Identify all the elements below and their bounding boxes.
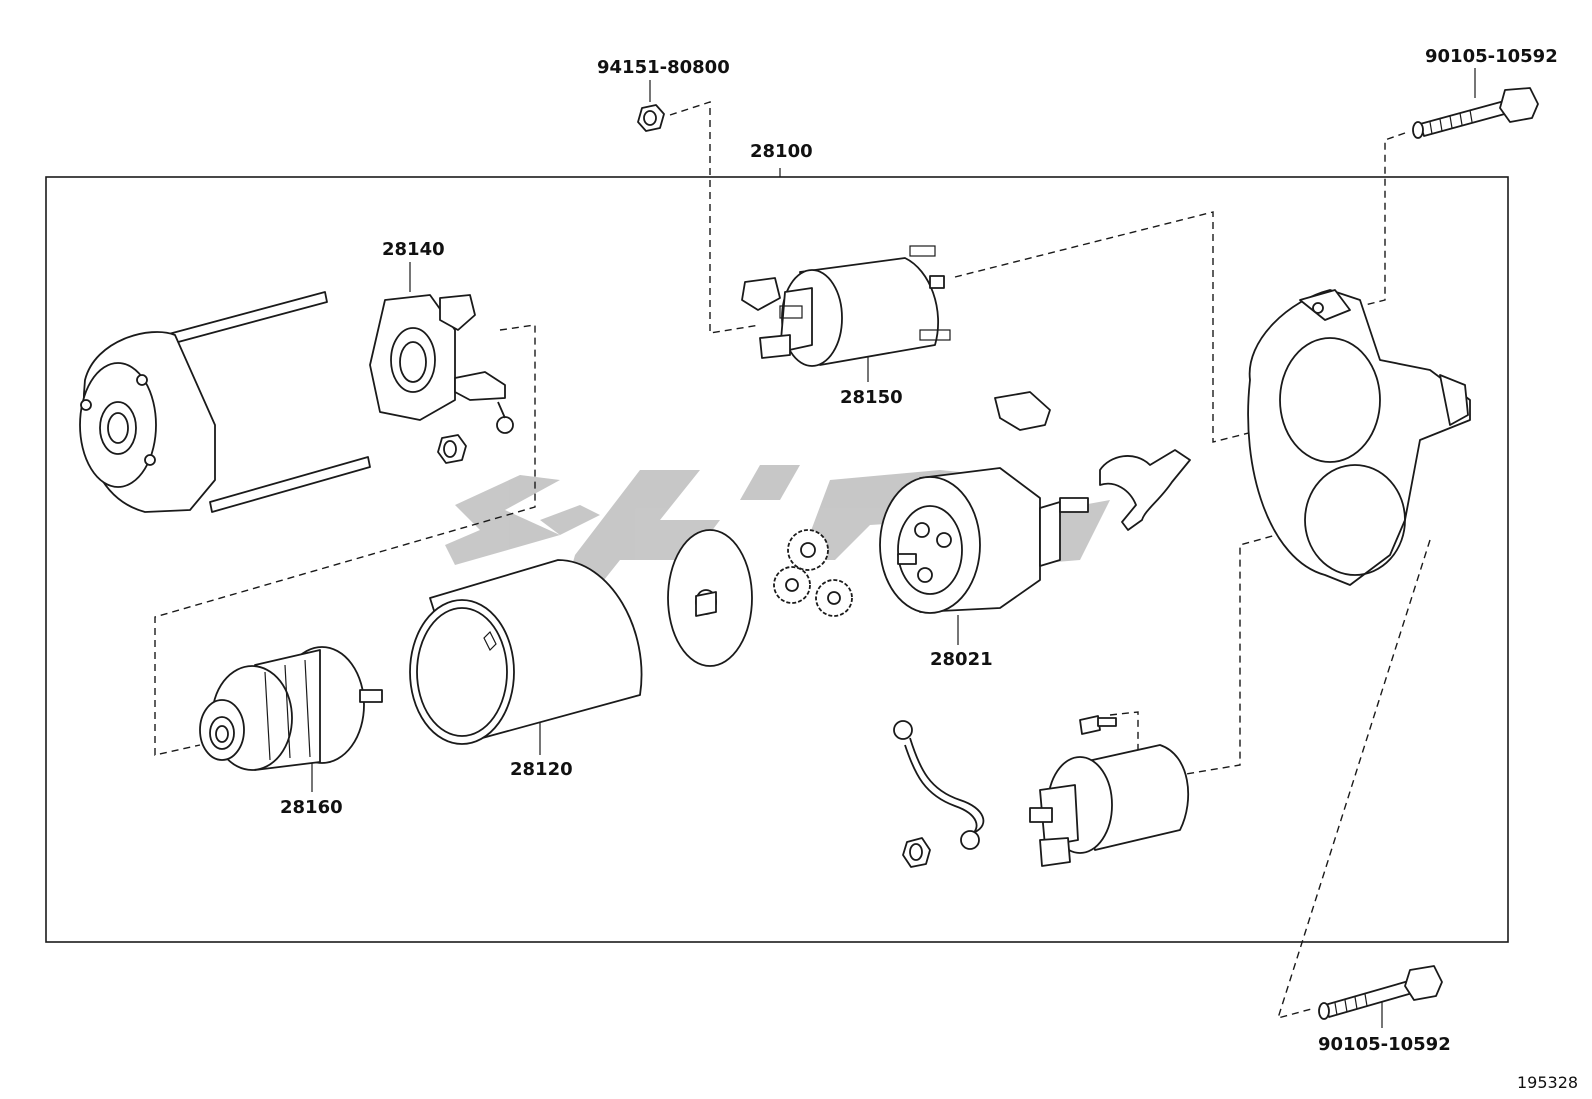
part-label-28140: 28140 [382,239,445,260]
armature-28160 [199,646,383,771]
yoke-28120 [409,559,643,745]
part-label-90105-10592-top: 90105-10592 [1425,46,1558,67]
commutator-end-frame [79,291,371,513]
brush-holder-28140 [369,294,514,464]
drive-lever [1099,449,1191,531]
dash-bolt-to-housing [1364,132,1406,306]
dash-brush-to-armature [154,324,536,756]
part-label-28120: 28120 [510,759,573,780]
nut-94151-80800 [637,104,665,132]
dash-solenoid-to-housing [954,211,1321,443]
part-label-28021: 28021 [930,649,993,670]
drive-housing [1247,289,1471,586]
part-label-28100: 28100 [750,141,813,162]
lower-solenoid [1029,715,1190,867]
figure-number: 195328 [1517,1073,1578,1092]
clutch-assembly-28021 [879,391,1089,614]
part-label-90105-10592-bottom: 90105-10592 [1318,1034,1451,1055]
wire-lead [893,720,985,868]
dash-screw [1109,711,1139,760]
planetary-gears [773,529,853,617]
part-label-28150: 28150 [840,387,903,408]
part-label-28160: 28160 [280,797,343,818]
dash-bottom-bolt [1276,539,1431,1020]
part-label-94151-80800: 94151-80800 [597,57,730,78]
assembly-frame [45,176,1509,943]
bolt-90105-10592-top [1412,87,1539,139]
bolt-90105-10592-bottom [1318,965,1443,1020]
dash-nut-to-solenoid [669,101,761,334]
center-plate [667,529,753,667]
magnetic-switch-28150 [741,245,951,367]
